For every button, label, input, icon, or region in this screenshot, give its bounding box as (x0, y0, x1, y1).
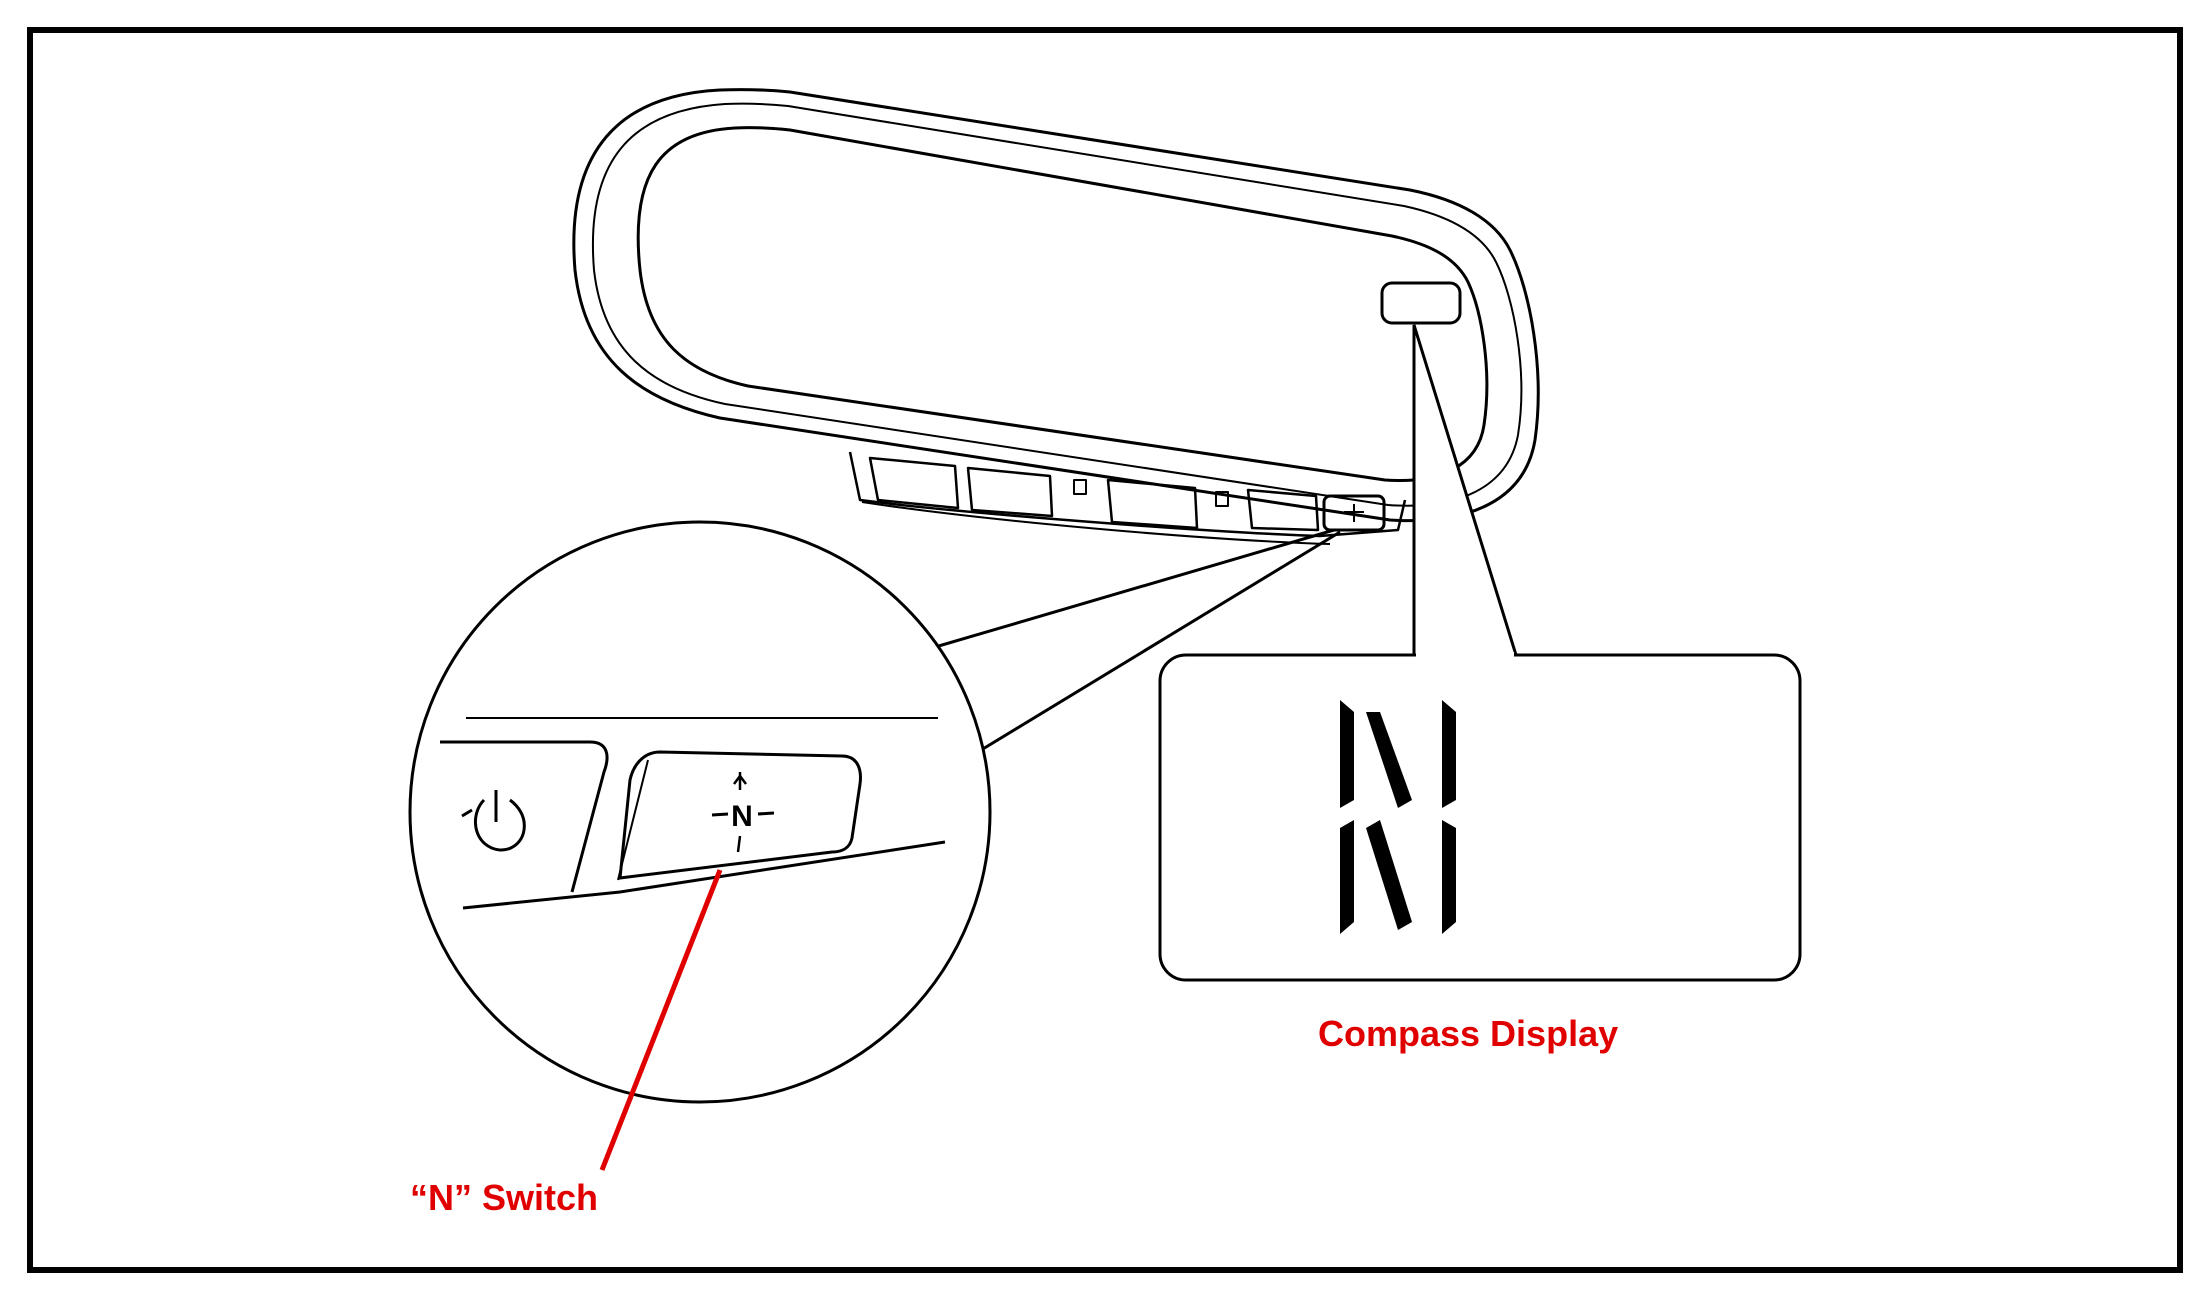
compass-n-icon: N (711, 772, 775, 853)
compass-readout (1340, 700, 1456, 934)
zoom-n-switch-bevel (617, 759, 649, 881)
rearview-mirror (572, 88, 1540, 545)
compass-display-callout: N (1158, 324, 1802, 982)
n-switch-leader-line (599, 869, 723, 1171)
mirror-button-3 (1106, 478, 1199, 530)
button-strip (848, 451, 1407, 538)
compass-pointer (1412, 324, 1519, 657)
zoom-power-button (440, 740, 609, 893)
mirror-housing-outer (572, 88, 1540, 523)
power-icon (461, 790, 526, 852)
zoom-circle (408, 520, 992, 1104)
compass-display-box (1158, 653, 1802, 982)
zoom-strip-lower (462, 840, 946, 910)
diagram-frame (27, 27, 2183, 1273)
mirror-housing-inner (591, 102, 1523, 507)
mirror-button-4 (1246, 488, 1320, 532)
mirror-n-switch-mark (1344, 504, 1364, 522)
mirror-button-2 (966, 466, 1054, 518)
button-strip-lower (861, 501, 1331, 545)
compass-display-label: Compass Display (1318, 1013, 1618, 1054)
mirror-button-1 (868, 456, 960, 510)
mirror-compass-window (1380, 281, 1462, 325)
zoom-connector-top (924, 528, 1335, 652)
mirror-glass (636, 126, 1489, 483)
mirror-n-switch (1322, 494, 1386, 532)
zoom-n-switch-button (618, 750, 862, 880)
n-switch-zoom: N (408, 520, 1341, 1104)
switch-glyph: N (731, 800, 753, 833)
indicator-2 (1215, 491, 1229, 507)
indicator-1 (1073, 479, 1087, 495)
n-switch-label: “N” Switch (410, 1177, 598, 1218)
zoom-connector-bottom (967, 530, 1341, 760)
